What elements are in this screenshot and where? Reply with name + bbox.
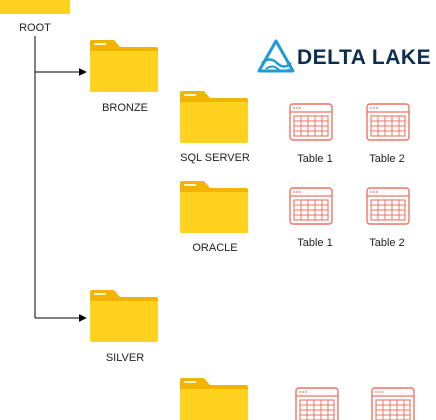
root-folder-icon[interactable] bbox=[0, 0, 70, 14]
delta-lake-icon bbox=[257, 39, 295, 73]
sql-server-table-2-label: Table 2 bbox=[369, 153, 405, 165]
oracle-table-2-label: Table 2 bbox=[369, 237, 405, 249]
oracle-folder-icon[interactable] bbox=[180, 181, 248, 233]
sql-server-label: SQL SERVER bbox=[180, 152, 250, 164]
sql-server-table-1-label: Table 1 bbox=[297, 153, 333, 165]
table-icon[interactable] bbox=[371, 387, 415, 420]
connector-lines bbox=[34, 36, 87, 322]
table-icon[interactable] bbox=[295, 387, 339, 420]
silver-label: SILVER bbox=[105, 352, 145, 364]
silver-folder-icon[interactable] bbox=[90, 290, 158, 342]
table-icon[interactable] bbox=[289, 187, 333, 225]
oracle-label: ORACLE bbox=[192, 242, 238, 254]
table-icon[interactable] bbox=[289, 103, 333, 141]
root-label: ROOT bbox=[19, 22, 51, 34]
oracle-table-1-label: Table 1 bbox=[297, 237, 333, 249]
folder-icon[interactable] bbox=[180, 378, 248, 420]
delta-lake-wordmark: DELTA LAKE bbox=[297, 46, 432, 69]
bronze-folder-icon[interactable] bbox=[90, 40, 158, 92]
table-icon[interactable] bbox=[366, 103, 410, 141]
sql-server-folder-icon[interactable] bbox=[180, 91, 248, 143]
table-icon[interactable] bbox=[366, 187, 410, 225]
bronze-label: BRONZE bbox=[102, 102, 148, 114]
